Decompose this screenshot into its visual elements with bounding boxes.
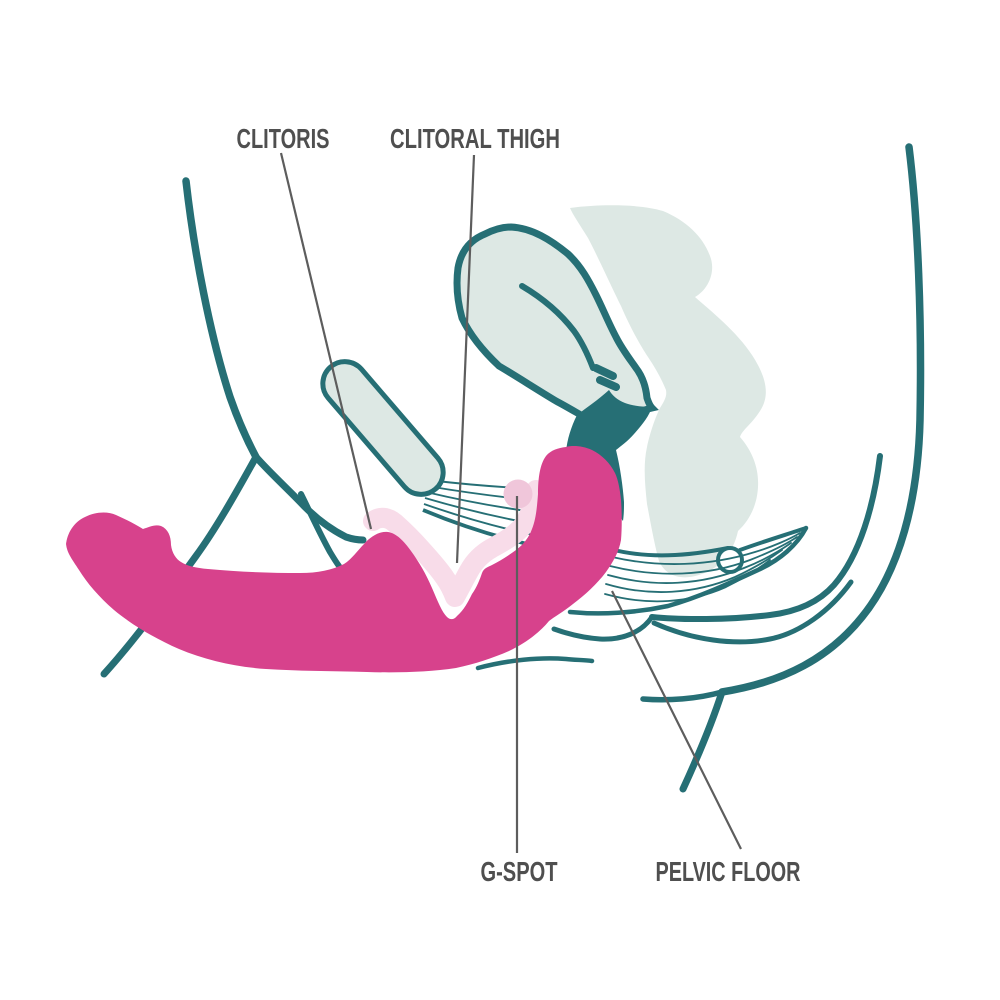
- belly-line: [182, 177, 260, 461]
- front-thigh-line: [100, 453, 260, 678]
- cervical-os-mark-2: [596, 376, 620, 391]
- label-clitoral-thigh: CLITORAL THIGH: [390, 123, 560, 154]
- label-pelvic-floor: PELVIC FLOOR: [656, 856, 801, 887]
- labels: CLITORIS CLITORAL THIGH G-SPOT PELVIC FL…: [237, 123, 801, 887]
- g-spot-dot: [503, 479, 533, 509]
- back-line: [718, 143, 925, 696]
- uterine-canal-line: [519, 283, 596, 371]
- pelvic-floor-striations: [604, 532, 801, 603]
- cervix-fornix-area: [566, 390, 652, 521]
- clitoris-shape: [363, 480, 546, 607]
- clitoral-thigh-leader-line: [455, 154, 476, 564]
- perineum-line: [475, 656, 595, 671]
- label-g-spot: G-SPOT: [481, 856, 558, 887]
- buttock-scallop-right: [651, 579, 854, 645]
- vibrator-shape: [66, 446, 622, 673]
- cervical-os-mark-1: [592, 364, 617, 380]
- pelvic-floor-leader-line: [611, 590, 742, 850]
- pelvic-floor-muscle: [567, 525, 809, 616]
- pelvic-floor-striation-line-5: [604, 559, 771, 603]
- pelvic-floor-top-line: [608, 546, 730, 558]
- pelvic-floor-bottom-line: [567, 525, 809, 616]
- gluteal-fold-arm: [640, 689, 725, 703]
- pelvic-floor-striation-line-2: [609, 536, 798, 575]
- label-clitoris: CLITORIS: [237, 123, 330, 154]
- pubic-bone: [320, 359, 446, 497]
- buttock-scallop: [551, 614, 655, 642]
- rectum-shape: [570, 205, 766, 578]
- gluteal-fold-thigh-stroke: [679, 688, 726, 793]
- labia-line: [298, 491, 342, 569]
- pelvic-floor-striation-line-4: [605, 549, 783, 593]
- buttock-inner-curve: [649, 453, 883, 623]
- pelvic-floor-tip-line: [738, 526, 808, 552]
- clitoris-leader-line: [279, 152, 373, 530]
- cervical-os-marks: [592, 364, 620, 391]
- mons-line: [252, 453, 367, 544]
- pelvic-floor-striation-line-1: [611, 532, 801, 565]
- body-outline: [100, 143, 925, 793]
- leader-lines: [279, 152, 742, 853]
- pelvic-floor-striation-line-3: [607, 542, 792, 584]
